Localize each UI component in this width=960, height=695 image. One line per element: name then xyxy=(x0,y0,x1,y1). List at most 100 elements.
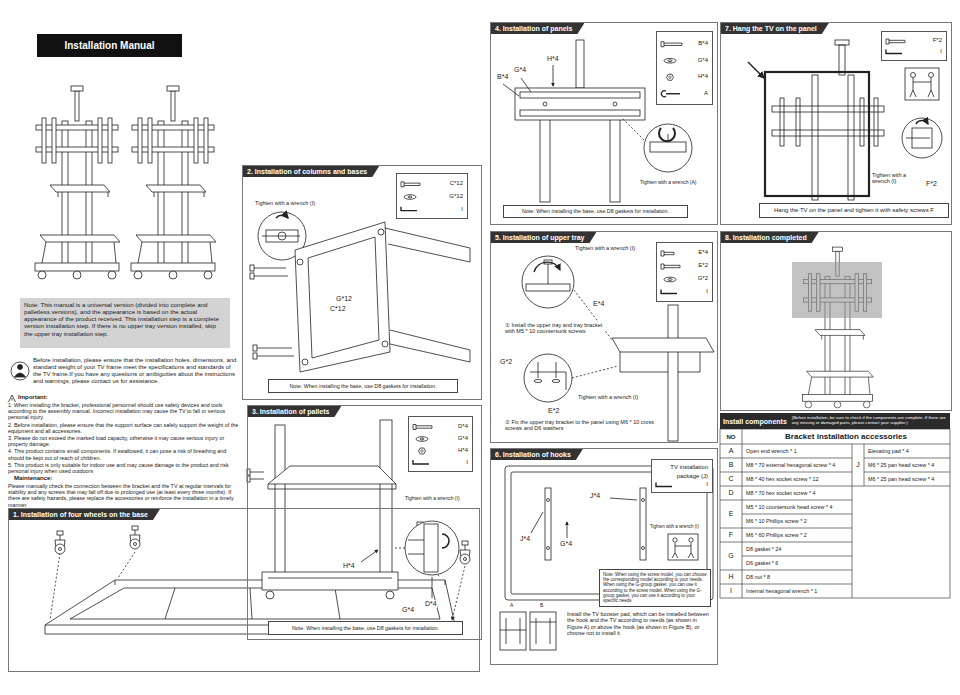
table-cell: M8 * 70 external hexagonal screw * 4 xyxy=(743,459,851,471)
callout-number: B*4 xyxy=(497,73,508,81)
step-panel: 5. Installation of upper trayE*4E*2G*2I xyxy=(490,231,718,443)
callout-number: J*4 xyxy=(520,535,530,543)
instruction-text: 4. This product contains small component… xyxy=(8,448,240,460)
section-header: 1. Installation of four wheels on the ba… xyxy=(9,509,160,520)
figure-label: B xyxy=(540,603,543,609)
part-icon xyxy=(661,251,664,256)
part-code: C*12 xyxy=(401,179,463,187)
part-icon xyxy=(886,39,889,44)
part-code: I xyxy=(656,480,708,488)
part-code: E*2 xyxy=(661,261,708,269)
instruction-text: Tighten with a wrench (I) xyxy=(578,394,638,400)
part-icons xyxy=(882,32,948,62)
parts-box: F*2I xyxy=(881,31,947,61)
box-text: Note: When using the screw model, you ca… xyxy=(603,572,707,603)
callout-number: E*4 xyxy=(593,300,604,308)
caption-box: Hang the TV on the panel and tighten it … xyxy=(759,203,949,218)
table-note: (Before installation, be sure to check i… xyxy=(792,416,947,425)
callout-number: G*12 xyxy=(336,295,352,303)
stand-overview xyxy=(35,86,216,279)
table-cell: D8 gasket * 24 xyxy=(743,543,851,555)
table-cell: H xyxy=(721,571,741,583)
part-code: D*4 xyxy=(413,422,468,430)
part-icon xyxy=(664,252,674,254)
callout-number: G*2 xyxy=(500,358,512,366)
table-cell: M6 * 10 Phillips screw * 2 xyxy=(743,515,851,527)
step-panel: 4. Installation of panelsB*4G*4H*4ANote:… xyxy=(490,22,718,225)
part-code: G*2 xyxy=(661,274,708,282)
box-text: Note: When installing the base, use D8 g… xyxy=(272,383,454,389)
part-code: I xyxy=(413,458,468,466)
callout-number: H*4 xyxy=(343,562,355,570)
table-title: Install components xyxy=(723,418,787,425)
part-icon xyxy=(661,290,677,294)
part-icon xyxy=(413,425,416,430)
part-icon xyxy=(419,448,426,454)
part-icon xyxy=(664,277,676,282)
callout-number: F*2 xyxy=(926,180,937,188)
figure-label: A xyxy=(510,603,513,609)
instruction-text: Tighten with a wrench (I) xyxy=(872,172,922,185)
part-icon xyxy=(666,93,680,94)
part-icon xyxy=(420,438,424,440)
step-panel: 8. Installation completed xyxy=(720,231,952,411)
part-icon xyxy=(401,182,404,187)
instruction-text: Please manually check the connection bet… xyxy=(8,483,240,508)
section-label: Important: xyxy=(18,394,48,401)
section-header: 3. Installation of pallets xyxy=(248,406,341,417)
part-code: G*4 xyxy=(661,56,708,64)
table-cell: A xyxy=(721,445,741,457)
instruction-text: 5. This product is only suitable for ind… xyxy=(8,462,240,474)
part-code: I xyxy=(661,287,708,295)
table-heading: Bracket installation accessories xyxy=(743,431,949,443)
table-cell: I xyxy=(721,585,741,597)
step-panel: 7. Hang the TV on the panelF*2IHang the … xyxy=(720,22,952,225)
table-cell: Open end wrench * 1 xyxy=(743,445,851,457)
part-icon xyxy=(421,450,423,452)
part-code: G*12 xyxy=(401,192,463,200)
part-code: G*4 xyxy=(413,434,468,442)
table-cell: NO xyxy=(721,431,741,443)
part-icon xyxy=(664,58,676,63)
title-text: Installation Manual xyxy=(64,40,154,51)
part-code: E*4 xyxy=(661,248,708,256)
part-code: I xyxy=(886,47,942,55)
part-icon xyxy=(416,437,428,442)
section-label: Maintenance: xyxy=(14,475,52,482)
box-text: Hang the TV on the panel and tighten it … xyxy=(763,207,945,214)
callout-number: H*4 xyxy=(547,55,559,63)
part-icon xyxy=(401,207,417,211)
instruction-text: 1. When installing the bracket, professi… xyxy=(8,402,240,421)
table-cell: M8 * 70 hex socket screw * 4 xyxy=(743,487,851,499)
callout-number: G*4 xyxy=(560,540,572,548)
table-cell: M6 * 25 pan head screw * 4 xyxy=(865,459,949,471)
note-box: Note: When installing the base, use D8 g… xyxy=(268,621,463,635)
step-text: ② Fix the upper tray bracket to the pane… xyxy=(505,419,655,432)
instruction-text: Tighten with a wrench (I) xyxy=(405,496,460,502)
part-code: TV installation package (J) xyxy=(656,463,708,479)
section-header: 2. Installation of columns and bases xyxy=(243,166,379,177)
part-icon xyxy=(889,40,905,42)
note-box: Note: When installing the base, use D8 g… xyxy=(503,205,688,218)
step-text: ① Install the upper tray and tray bracke… xyxy=(505,322,605,335)
parts-box: TV installation package (J)I xyxy=(651,459,713,493)
callout-number: D*4 xyxy=(425,600,437,608)
table-cell: D6 gasket * 6 xyxy=(743,557,851,569)
part-icon xyxy=(664,43,682,45)
parts-box: D*4G*4H*4I xyxy=(408,416,473,472)
table-cell: B xyxy=(721,459,741,471)
callout-number: G*4 xyxy=(402,606,414,614)
table-cell: E xyxy=(721,501,741,527)
part-icon xyxy=(667,74,674,80)
table-cell: M8 * 40 hex socket screw * 12 xyxy=(743,473,851,485)
accessory-table-grid xyxy=(720,429,950,598)
section-header: 7. Hang the TV on the panel xyxy=(721,23,829,34)
note-box: Note: This manual is a universal version… xyxy=(20,298,230,348)
section-header: 8. Installation completed xyxy=(721,232,819,243)
part-icon xyxy=(661,264,664,269)
table-cell: M5 * 10 countersunk head screw * 4 xyxy=(743,501,851,513)
instruction-text: Tighten with a wrench (A) xyxy=(640,180,697,186)
note-box: Note: When installing the base, use D8 g… xyxy=(268,379,458,393)
part-code: I xyxy=(401,205,463,213)
part-icon xyxy=(404,195,416,200)
